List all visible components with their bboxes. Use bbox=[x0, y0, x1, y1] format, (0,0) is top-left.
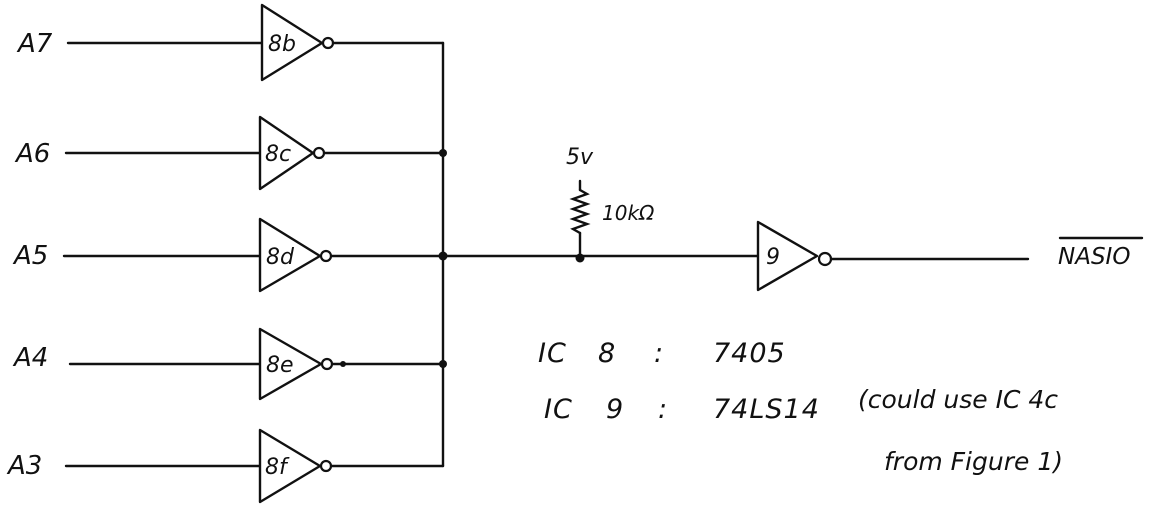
gate-label-8c: 8c bbox=[265, 142, 291, 167]
note-remark-line-1: (could use IC 4c bbox=[858, 385, 1058, 414]
inverter-bubble-8f bbox=[319, 459, 333, 473]
input-label-a4: A4 bbox=[12, 343, 48, 373]
note-ic-number: 9 bbox=[606, 394, 624, 425]
input-label-a7: A7 bbox=[16, 29, 53, 59]
inverter-bubble-8d bbox=[319, 249, 333, 263]
inverter-gate-8f bbox=[258, 428, 322, 504]
inverter-bubble-8b bbox=[321, 36, 335, 50]
output-signal-label: NASIO bbox=[1058, 244, 1130, 270]
note-ic-label: IC bbox=[538, 338, 567, 369]
inverter-gate-8d bbox=[258, 217, 322, 293]
note-ic-number: 8 bbox=[598, 338, 616, 369]
note-separator: : bbox=[658, 394, 668, 425]
note-part-number: 74LS14 bbox=[713, 394, 820, 425]
supply-label: 5v bbox=[566, 145, 594, 170]
resistor-value-label: 10kΩ bbox=[602, 201, 655, 225]
pullup-junction-dot bbox=[575, 253, 585, 263]
junction-dot bbox=[340, 361, 346, 367]
pullup-resistor-symbol bbox=[569, 188, 591, 235]
inverter-bubble-8e bbox=[320, 357, 334, 371]
inverter-gate-9 bbox=[756, 220, 819, 292]
inverter-gate-8e bbox=[258, 327, 323, 401]
gate-label-8d: 8d bbox=[266, 245, 295, 270]
note-separator: : bbox=[654, 338, 664, 369]
inverter-gate-8c bbox=[258, 115, 315, 191]
note-part-number: 7405 bbox=[713, 338, 786, 369]
gate-label-8b: 8b bbox=[268, 32, 296, 57]
note-remark-line-2: from Figure 1) bbox=[884, 447, 1063, 476]
inverter-bubble-9 bbox=[817, 251, 833, 267]
input-label-a3: A3 bbox=[6, 451, 42, 481]
note-ic-label: IC bbox=[544, 394, 573, 425]
gate-label-8e: 8e bbox=[266, 353, 294, 378]
gate-label-8f: 8f bbox=[265, 455, 290, 480]
inverter-bubble-8c bbox=[312, 146, 326, 160]
inverter-gate-8b bbox=[260, 3, 324, 82]
input-label-a5: A5 bbox=[12, 241, 48, 271]
gate-label-9: 9 bbox=[766, 245, 780, 270]
input-label-a6: A6 bbox=[14, 139, 50, 169]
